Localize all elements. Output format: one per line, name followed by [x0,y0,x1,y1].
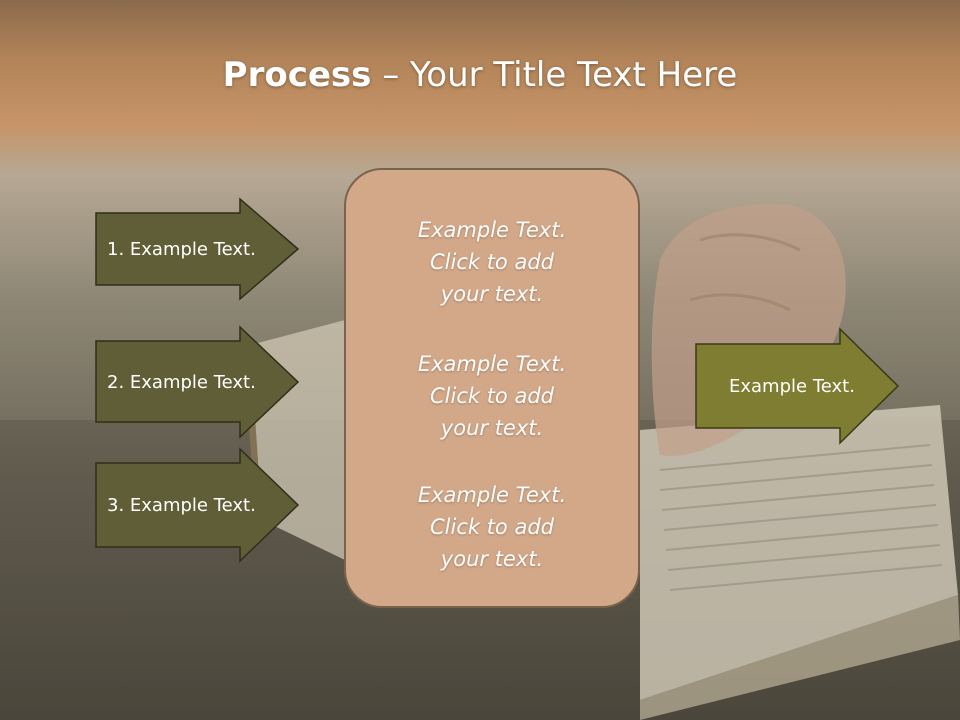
title-separator: – [371,55,411,95]
panel-block-1-line2: Click to add [429,250,554,274]
center-text-panel[interactable]: Example Text. Click to add your text. Ex… [344,168,640,608]
panel-block-3-line3: your text. [440,547,544,571]
left-arrow-2-label: 2. Example Text. [107,371,256,393]
slide-title[interactable]: Process – Your Title Text Here [0,52,960,98]
panel-block-3-line2: Click to add [429,515,554,539]
title-bold: Process [222,55,372,95]
panel-block-1[interactable]: Example Text. Click to add your text. [346,214,638,310]
right-arrow[interactable]: Example Text. [695,327,900,445]
right-arrow-label: Example Text. [729,375,855,397]
arrow-shape-icon [95,447,300,563]
left-arrow-2[interactable]: 2. Example Text. [95,325,300,439]
panel-block-3[interactable]: Example Text. Click to add your text. [346,479,638,575]
left-arrow-1-label: 1. Example Text. [107,238,256,260]
panel-block-1-line1: Example Text. [417,218,567,242]
panel-block-2-line2: Click to add [429,384,554,408]
left-arrow-1[interactable]: 1. Example Text. [95,197,300,301]
panel-block-2-line3: your text. [440,416,544,440]
panel-block-2[interactable]: Example Text. Click to add your text. [346,348,638,444]
title-rest: Your Title Text Here [410,55,738,95]
arrow-shape-icon [695,327,900,445]
left-arrow-3-label: 3. Example Text. [107,494,256,516]
panel-block-3-line1: Example Text. [417,483,567,507]
panel-block-2-line1: Example Text. [417,352,567,376]
arrow-shape-icon [95,325,300,439]
left-arrow-3[interactable]: 3. Example Text. [95,447,300,563]
arrow-shape-icon [95,197,300,301]
panel-block-1-line3: your text. [440,282,544,306]
